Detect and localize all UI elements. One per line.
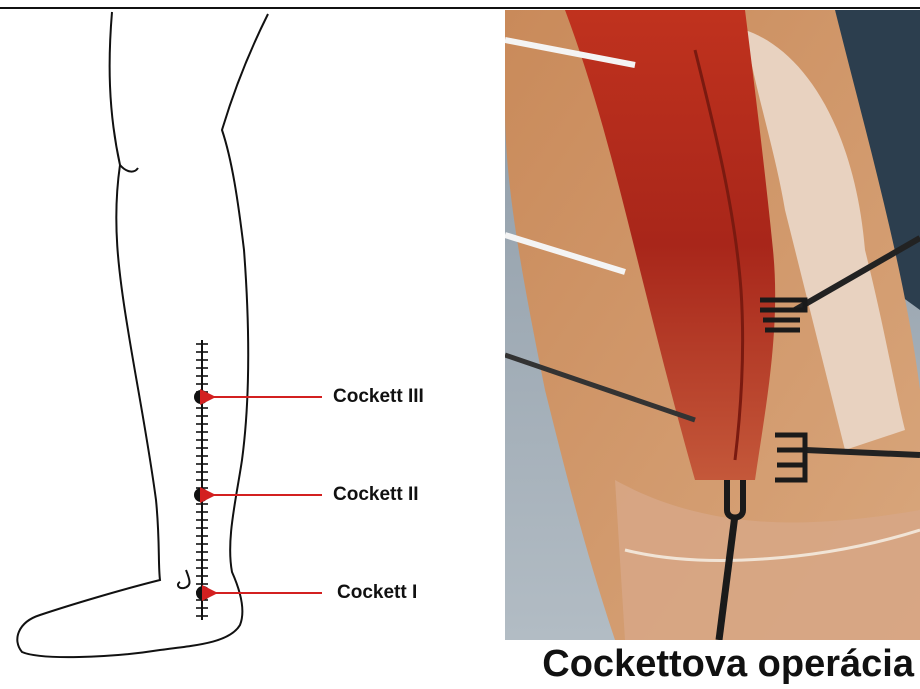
caption: Cockettova operácia <box>505 640 920 689</box>
label-cockett-ii: Cockett II <box>333 484 419 506</box>
perforator-dot-i <box>196 586 210 600</box>
incision-stitches <box>196 344 208 616</box>
perforator-dot-ii <box>194 488 208 502</box>
leg-diagram <box>0 0 500 689</box>
surgery-photo <box>505 10 920 640</box>
ankle-hook <box>178 570 190 588</box>
label-cockett-iii: Cockett III <box>333 386 424 408</box>
knee-crease <box>120 165 138 172</box>
label-cockett-i: Cockett I <box>337 582 417 604</box>
leg-outline <box>17 12 268 657</box>
perforator-dot-iii <box>194 390 208 404</box>
